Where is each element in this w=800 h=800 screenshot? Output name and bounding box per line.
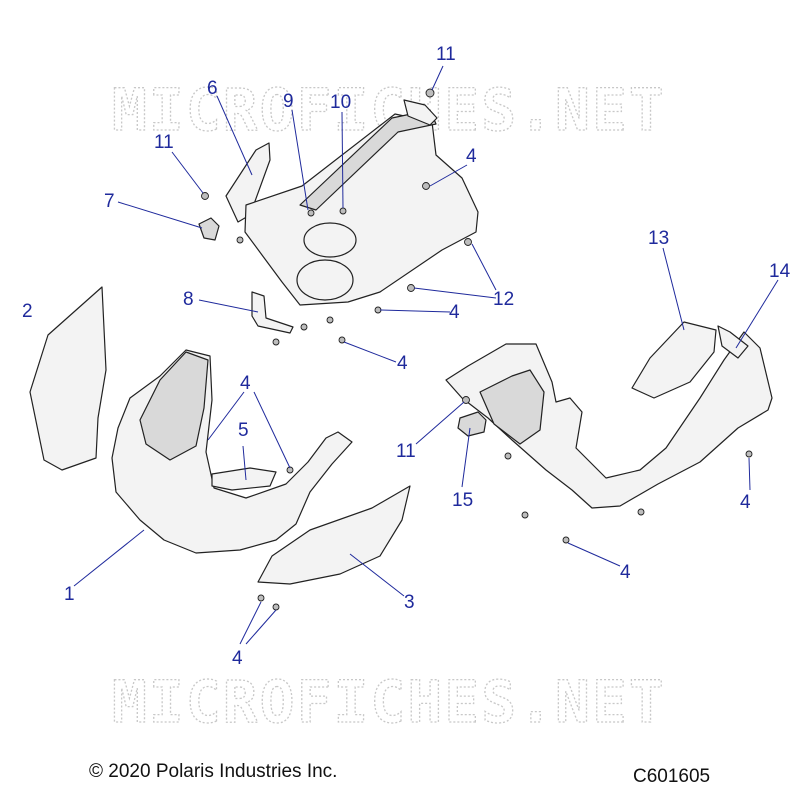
part-6-vertical-bracket <box>225 142 271 223</box>
part-2-side-panel-left <box>29 286 107 471</box>
callout-11-top: 11 <box>436 44 456 65</box>
fastener-11-left <box>201 192 209 200</box>
callout-13: 13 <box>648 228 669 249</box>
fastener-right-b <box>521 511 529 519</box>
fasteners <box>201 88 753 611</box>
upper-bulkhead-arm <box>403 99 438 126</box>
fastener-11-top <box>425 88 435 98</box>
fastener-left-d <box>326 316 334 324</box>
part-1-belly-pan <box>111 349 353 554</box>
callout-11-right: 11 <box>396 441 416 462</box>
part-14-side-trim <box>717 325 749 359</box>
callout-7: 7 <box>104 191 115 212</box>
callout-9: 9 <box>283 91 294 112</box>
fastener-12-a <box>464 238 472 246</box>
fastener-left-c <box>300 323 308 331</box>
callouts: 11 6 9 10 4 11 7 13 14 2 8 12 4 4 4 5 11… <box>22 44 791 669</box>
part-13-insert-panel <box>631 321 717 399</box>
callout-4-bottom: 4 <box>232 648 243 669</box>
callout-14: 14 <box>769 261 791 282</box>
fastener-4-bottom-a <box>257 594 265 602</box>
callout-5: 5 <box>238 420 249 441</box>
callout-2: 2 <box>22 301 33 322</box>
copyright-notice: © 2020 Polaris Industries Inc. <box>89 761 338 782</box>
callout-4-lower-mid: 4 <box>397 353 408 374</box>
callout-12: 12 <box>493 289 514 310</box>
fastener-4-upper <box>422 182 430 190</box>
diagram-id: C601605 <box>633 766 711 787</box>
belly-pan-inner-wall <box>139 351 209 461</box>
fastener-left-a <box>236 236 244 244</box>
callout-10: 10 <box>330 92 351 113</box>
part-3-side-panel-lower <box>257 485 411 585</box>
fastener-11-right <box>462 396 470 404</box>
callout-4-bottom-right: 4 <box>620 562 631 583</box>
leader-lines <box>73 65 779 645</box>
lower-port-ring <box>296 259 354 301</box>
part-10-fastener <box>339 207 347 215</box>
fastener-4-bottom-b <box>272 603 280 611</box>
fastener-right-c <box>637 508 645 516</box>
fastener-4-right-a <box>562 536 570 544</box>
callout-15: 15 <box>452 490 473 511</box>
part-7-trim-clip <box>198 217 220 241</box>
front-bumper-inner <box>479 369 545 445</box>
callout-4-right: 4 <box>740 492 751 513</box>
watermark-bottom: MICROFICHES.NET <box>112 668 666 736</box>
callout-8: 8 <box>183 289 194 310</box>
part-5-decal <box>211 467 277 491</box>
callout-6: 6 <box>207 78 218 99</box>
callout-3: 3 <box>404 592 415 613</box>
fastener-4-mid-b <box>338 336 346 344</box>
callout-1: 1 <box>64 584 75 605</box>
callout-4-upper: 4 <box>466 146 477 167</box>
fastener-9 <box>307 209 315 217</box>
fastener-left-b <box>272 338 280 346</box>
part-15-bumper-block <box>457 411 487 437</box>
upper-bulkhead-rail <box>299 109 437 211</box>
callout-4-pan: 4 <box>240 373 251 394</box>
callout-11-left: 11 <box>154 132 174 153</box>
fastener-12-b <box>407 284 415 292</box>
callout-4-mid: 4 <box>449 302 460 323</box>
fastener-4-right-b <box>745 450 753 458</box>
part-9-port-ring <box>303 222 357 258</box>
fastener-right-a <box>504 452 512 460</box>
part-8-bracket <box>251 291 294 334</box>
